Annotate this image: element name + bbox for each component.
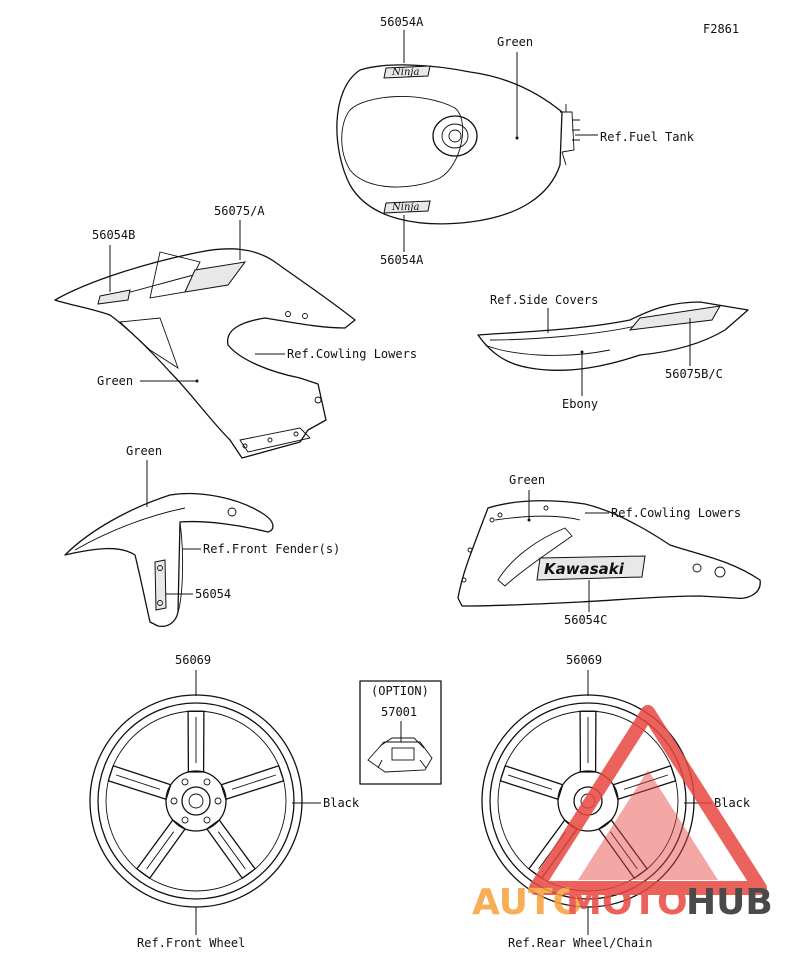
side-cover-decal	[628, 305, 721, 331]
wheel-spoke-groove	[507, 774, 553, 790]
disc-bolt	[170, 797, 178, 805]
disc-bolt	[214, 797, 222, 805]
cowl-right-ref-label: Ref.Cowling Lowers	[611, 506, 741, 520]
wheel-spoke	[107, 765, 172, 800]
side-cover-part-label: 56075B/C	[665, 367, 723, 381]
left-cowling-lower	[54, 248, 356, 459]
triangle-logo-icon	[529, 705, 767, 895]
watermark: AUTO MOTO HUB	[472, 705, 773, 923]
fender-part-label: 56054	[195, 587, 231, 601]
ninja-decal-top-text: Ninja	[391, 67, 419, 78]
cowl-left-decal-a	[184, 261, 247, 293]
cowl-right-color-label: Green	[509, 473, 545, 487]
kawasaki-decal-text: Kawasaki	[544, 560, 625, 578]
fender-decal	[154, 559, 167, 611]
wheel-spoke	[579, 710, 597, 773]
kawasaki-decal	[536, 555, 646, 581]
front-wheel-ref-label: Ref.Front Wheel	[137, 936, 245, 950]
wheel-spoke	[598, 819, 648, 879]
cowl-left-part-a-label: 56054B	[92, 228, 135, 242]
side-cover	[477, 301, 749, 371]
rear-wheel-ref-label: Ref.Rear Wheel/Chain	[508, 936, 653, 950]
cowl-left-decal-b	[97, 289, 131, 305]
front-fender	[64, 492, 274, 628]
ninja-decal-bottom-text: Ninja	[391, 202, 419, 213]
ninja-decal-top	[383, 65, 431, 79]
right-cowling-lower: Kawasaki	[457, 500, 761, 607]
front-wheel	[89, 694, 303, 908]
rear-wheel-color-label: Black	[714, 796, 751, 810]
wheel-spoke-groove	[231, 774, 277, 790]
wheel-spoke-groove	[609, 831, 638, 870]
tank-color-label: Green	[497, 35, 533, 49]
option-box	[359, 680, 442, 785]
option-label: (OPTION)	[371, 684, 429, 698]
wheel-spoke	[499, 765, 564, 800]
watermark-brand-2: MOTO	[566, 882, 688, 923]
fuel-tank: Ninja Ninja	[336, 64, 580, 225]
cowl-right-part-label: 56054C	[564, 613, 607, 627]
tank-ref-label: Ref.Fuel Tank	[600, 130, 695, 144]
fender-ref-label: Ref.Front Fender(s)	[203, 542, 340, 556]
wheel-spoke-groove	[623, 774, 669, 790]
front-wheel-part-label: 56069	[175, 653, 211, 667]
wheel-spoke-groove	[217, 831, 246, 870]
wheel-spoke	[220, 765, 285, 800]
wheel-spoke	[136, 819, 186, 879]
cowl-left-part-b-label: 56075/A	[214, 204, 265, 218]
wheel-spoke	[612, 765, 677, 800]
wheel-spoke-groove	[115, 774, 161, 790]
front-wheel-color-label: Black	[323, 796, 360, 810]
wheel-spoke	[187, 710, 205, 773]
wheel-spoke	[206, 819, 256, 879]
rear-wheel-part-label: 56069	[566, 653, 602, 667]
disc-bolt	[203, 778, 211, 786]
ninja-decal-bottom	[383, 200, 431, 214]
disc-bolt	[203, 816, 211, 824]
cowl-left-color-label: Green	[97, 374, 133, 388]
side-cover-ref-label: Ref.Side Covers	[490, 293, 598, 307]
tank-top-part-label: 56054A	[380, 15, 424, 29]
watermark-brand-1: AUTO	[472, 882, 583, 923]
disc-bolt	[181, 816, 189, 824]
watermark-brand-3: HUB	[686, 882, 773, 923]
wheel-spoke-groove	[146, 831, 175, 870]
cowl-left-ref-label: Ref.Cowling Lowers	[287, 347, 417, 361]
fender-color-label: Green	[126, 444, 162, 458]
side-cover-color-label: Ebony	[562, 397, 598, 411]
disc-bolt	[181, 778, 189, 786]
figure-id: F2861	[703, 22, 739, 36]
option-part-label: 57001	[381, 705, 417, 719]
tank-bottom-part-label: 56054A	[380, 253, 424, 267]
